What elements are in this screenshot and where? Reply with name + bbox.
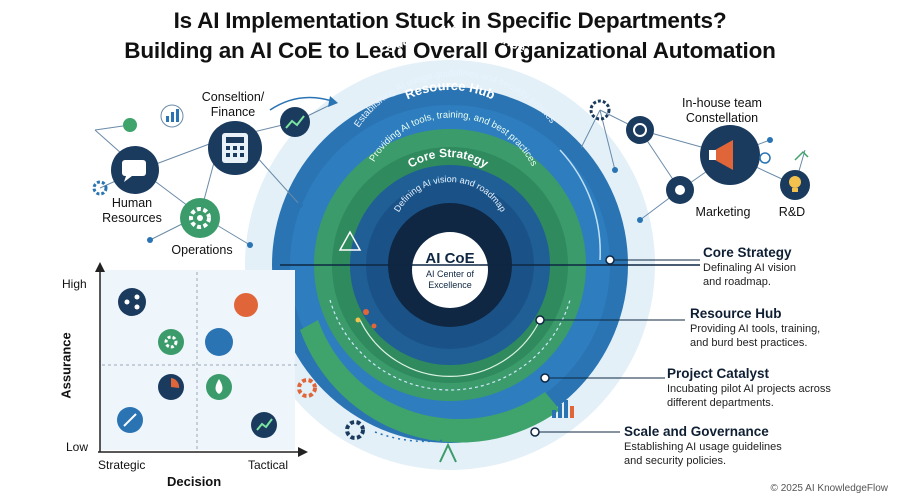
core-title: AI CoE <box>425 250 474 267</box>
matrix-flask-node <box>234 293 258 317</box>
callout-core-strategy-title: Core Strategy <box>703 245 792 260</box>
left-node-small-2 <box>147 237 153 243</box>
small-gear-icon <box>92 180 108 196</box>
copyright-footer: © 2025 AI KnowledgeFlow <box>770 483 888 494</box>
right-node-small-4 <box>577 147 583 153</box>
orange-gear-icon <box>297 378 317 398</box>
dotted-path <box>374 431 446 443</box>
matrix-x-left: Strategic <box>98 458 146 472</box>
swoosh-arrow <box>269 96 336 111</box>
matrix-y-high: High <box>62 277 87 291</box>
left-node-small-4 <box>297 202 303 208</box>
callout-scale-governance-title: Scale and Governance <box>624 424 769 439</box>
matrix-gear-node <box>158 329 184 355</box>
left-node-small-1 <box>123 118 137 132</box>
lightbulb-icon <box>789 176 801 188</box>
callout-dot-3 <box>540 373 550 383</box>
callout-dot-2 <box>535 315 545 325</box>
navy-gear-icon <box>345 420 365 440</box>
matrix-y-low: Low <box>66 440 89 454</box>
core-subtitle-2: Excellence <box>428 280 472 290</box>
bottom-arrow-icon <box>439 442 457 463</box>
callout-dot-4 <box>530 427 540 437</box>
finance-label: Conseltion/ Finance <box>201 90 265 119</box>
marketing-label: Marketing <box>695 205 751 219</box>
bottom-bar-chart-icon <box>552 400 568 418</box>
inner-arc <box>359 319 541 377</box>
outer-ring-title: Scale and Governance <box>384 23 529 56</box>
inhouse-label: In-house team Constellation <box>682 96 762 125</box>
orange-dot-1 <box>363 309 369 315</box>
triangle-icon <box>338 230 362 251</box>
orange-dot-2 <box>355 317 361 323</box>
right-node-small-2 <box>612 167 618 173</box>
trend-icon <box>285 115 305 129</box>
globe-icon <box>759 152 771 164</box>
chat-icon <box>122 160 146 176</box>
matrix-share-node <box>118 288 146 316</box>
megaphone-icon <box>715 140 733 170</box>
matrix-y-axis-label: Assurance <box>58 332 74 399</box>
matrix-x-axis-label: Decision <box>167 474 222 489</box>
hr-label: Human Resources <box>102 196 162 225</box>
operations-label: Operations <box>171 243 233 257</box>
left-node-small-5 <box>247 242 253 248</box>
matrix-blue-node <box>205 328 233 356</box>
inhouse-node <box>626 116 654 144</box>
orange-dot-3 <box>371 323 377 329</box>
chart-node <box>280 107 310 137</box>
rnd-label: R&D <box>778 205 806 219</box>
core-subtitle-1: AI Center of <box>426 269 475 279</box>
right-gear-icon <box>589 99 611 121</box>
green-swoosh <box>300 320 560 443</box>
matrix-x-right: Tactical <box>248 458 289 472</box>
callout-dot-1 <box>605 255 615 265</box>
callout-resource-hub-title: Resource Hub <box>690 306 782 321</box>
callout-project-catalyst-title: Project Catalyst <box>667 366 770 381</box>
title-line-1: Is AI Implementation Stuck in Specific D… <box>173 8 727 33</box>
right-node-small-3 <box>637 217 643 223</box>
bar-chart-icon <box>166 109 179 122</box>
right-node-small-1 <box>767 137 773 143</box>
person-icon <box>633 123 647 137</box>
arrow-arc <box>559 149 601 261</box>
callout-resource-hub-desc: Providing AI tools, training,and burd be… <box>690 323 821 349</box>
core-center <box>412 232 488 308</box>
title-line-2: Building an AI CoE to Lead Overall Organ… <box>124 38 776 63</box>
gear-icon <box>189 207 211 229</box>
mini-trend-icon <box>794 150 809 161</box>
